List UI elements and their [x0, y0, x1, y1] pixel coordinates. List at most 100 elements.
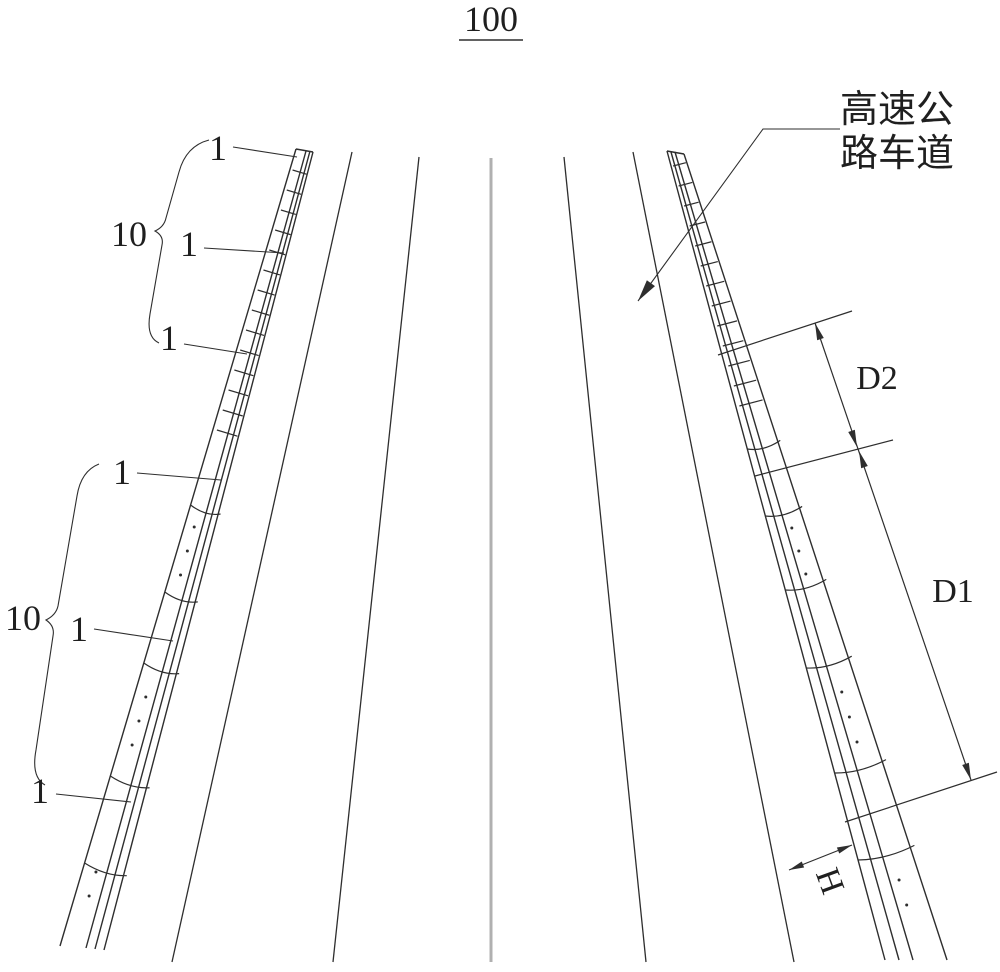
guardrail-dot-mark [797, 549, 801, 553]
d1-upper-arrowhead-icon [859, 451, 868, 469]
lane-leader-line [637, 128, 840, 302]
upper-ref-label-1: 1 [209, 128, 227, 168]
guardrail-dot-mark [897, 878, 901, 882]
guardrail-rung-mark [280, 209, 296, 216]
guardrail-section-joint-arc [143, 662, 180, 675]
dimension-line [814, 322, 972, 781]
lower-ref-label-3: 1 [31, 771, 49, 811]
guardrail-rung-mark [216, 429, 238, 437]
lane-label-line2: 路车道 [840, 133, 954, 175]
guardrail-rung-mark [257, 289, 275, 296]
guardrail-rung-mark [722, 340, 744, 347]
guardrail-section-joint-arc [858, 844, 915, 861]
lower-ref-label-2: 1 [70, 609, 88, 649]
guardrail-rung-mark [274, 229, 291, 236]
guardrail-rung-mark [240, 349, 259, 357]
arrowheads [638, 280, 971, 870]
guardrail-rung-mark [678, 181, 693, 187]
guardrail-section-joint-arc [164, 591, 198, 603]
guardrail-section-joint-arc [84, 862, 127, 877]
right-guardrail-inner-line-b [674, 151, 914, 961]
upper-ref-leader-1 [232, 146, 298, 158]
guardrail-dot-mark [192, 525, 196, 529]
distance-dimensions: D2 D1 [717, 310, 998, 823]
guardrail-dot-mark [94, 870, 98, 874]
left-guardrail-marks [84, 169, 307, 898]
right-guardrail [666, 150, 948, 961]
left-guardrail [59, 148, 314, 951]
guardrail-dot-mark [905, 903, 909, 907]
guardrail-rung-mark [733, 379, 757, 387]
right-guardrail-road-edge [666, 150, 886, 961]
guardrail-dot-mark [840, 690, 844, 694]
h-right-arrowhead-icon [836, 845, 852, 854]
upper-ref-label-2: 1 [180, 224, 198, 264]
left-guardrail-top-cap [295, 148, 314, 153]
guardrail-dot-mark [137, 719, 141, 723]
guardrail-section-joint-arc [785, 578, 827, 591]
lower-ref-leader-2 [93, 628, 174, 642]
guardrail-rung-mark [228, 389, 249, 397]
lower-left-reference-group: 10 1 1 1 [5, 452, 222, 811]
extension-line-2 [754, 439, 894, 477]
guardrail-section-joint-arc [110, 775, 150, 789]
upper-ref-label-3: 1 [160, 318, 178, 358]
upper-ref-leader-3 [183, 343, 248, 355]
lower-ref-leader-3 [55, 793, 132, 803]
guardrail-rung-mark [683, 201, 699, 207]
extension-line-3 [844, 771, 998, 823]
guardrail-rung-mark [695, 241, 712, 247]
guardrail-rung-mark [245, 329, 265, 336]
width-dimension: H [788, 844, 853, 899]
lane-callout: 高速公 路车道 [637, 89, 954, 302]
d2-upper-arrowhead-icon [815, 323, 824, 341]
right-lane-divider-line [563, 156, 647, 963]
highway-road-lines [171, 151, 795, 963]
dimension-label-h: H [808, 863, 851, 899]
lane-leader-arrowhead-icon [638, 280, 655, 301]
guardrail-rung-mark [263, 269, 281, 276]
guardrail-rung-mark [717, 320, 738, 327]
left-guardrail-inner-line-a [85, 150, 307, 949]
figure-number: 100 [464, 0, 518, 39]
extension-line-1 [717, 310, 853, 356]
right-guardrail-inner-line-a [670, 151, 900, 961]
guardrail-section-joint-arc [834, 759, 887, 774]
guardrail-rung-mark [728, 359, 750, 367]
guardrail-rung-mark [711, 300, 731, 307]
dimension-label-d1: D1 [932, 573, 974, 610]
left-lane-divider-line [332, 156, 420, 963]
right-road-edge-line [632, 151, 795, 963]
left-guardrail-inner-line-b [94, 150, 311, 950]
guardrail-rung-mark [292, 169, 307, 175]
lower-brace-label: 10 [5, 598, 41, 638]
guardrail-rung-mark [234, 369, 254, 377]
d2-lower-arrowhead-icon [848, 429, 857, 447]
guardrail-rung-mark [689, 221, 706, 227]
guardrail-rung-mark [706, 280, 725, 287]
right-guardrail-outer-edge [683, 153, 948, 961]
guardrail-section-joint-arc [806, 655, 853, 669]
right-guardrail-top-cap [666, 150, 685, 155]
guardrail-rung-mark [286, 189, 302, 195]
lane-label-line1: 高速公 [840, 89, 954, 131]
upper-left-reference-group: 10 1 1 1 [111, 128, 298, 358]
guardrail-section-joint-arc [747, 439, 781, 451]
guardrail-rung-mark [251, 309, 270, 316]
right-guardrail-marks [672, 162, 915, 907]
guardrail-dot-mark [185, 549, 189, 553]
dimension-label-d2: D2 [856, 360, 898, 397]
guardrail-rung-mark [739, 399, 763, 407]
guardrail-dot-mark [179, 573, 183, 577]
upper-brace-label: 10 [111, 214, 147, 254]
left-guardrail-road-edge [103, 151, 314, 951]
guardrail-dot-mark [804, 572, 808, 576]
guardrail-dot-mark [790, 526, 794, 530]
guardrail-dot-mark [144, 695, 148, 699]
guardrail-rung-mark [222, 409, 243, 417]
upper-curly-brace-icon [148, 139, 210, 344]
upper-ref-leader-2 [203, 247, 285, 254]
lower-ref-leader-1 [136, 472, 222, 481]
guardrail-dot-mark [847, 715, 851, 719]
